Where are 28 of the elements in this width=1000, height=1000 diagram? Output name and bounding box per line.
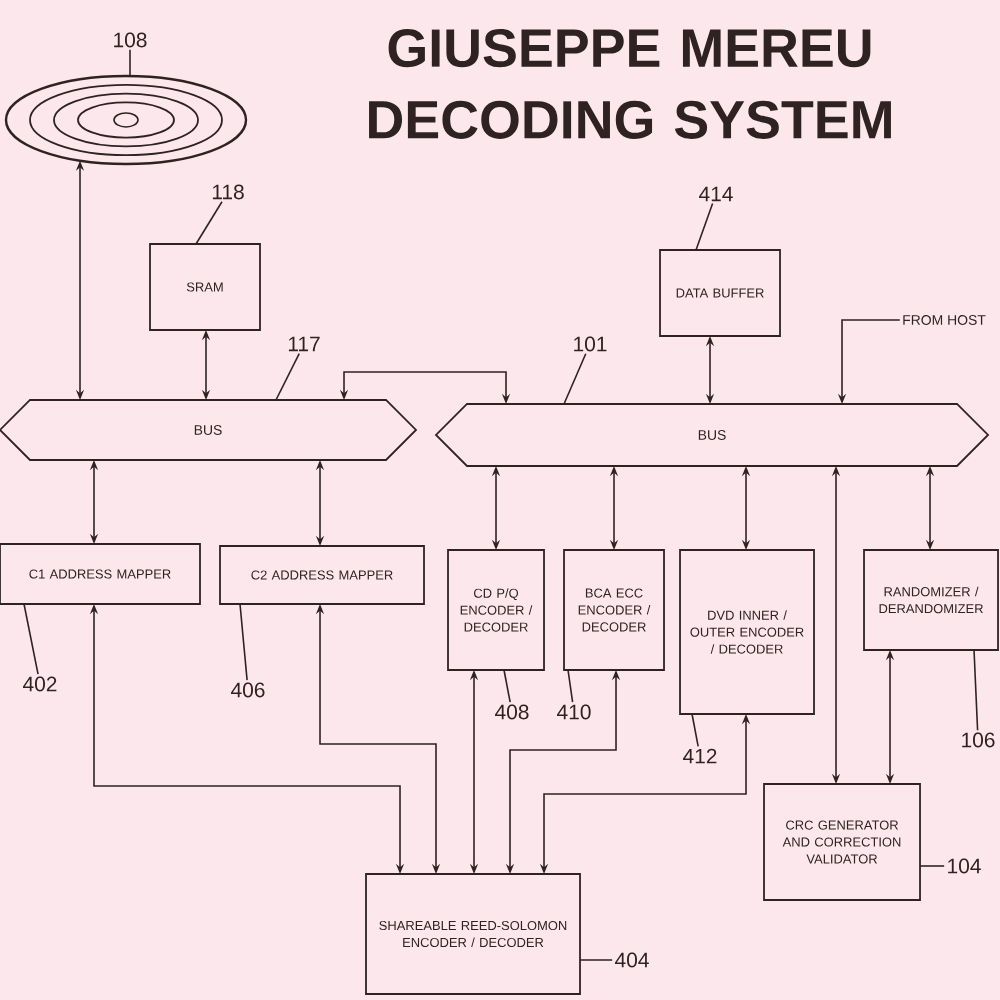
reference-number: 412 xyxy=(683,748,717,764)
reference-number: 406 xyxy=(231,682,265,698)
title: GIUSEPPE MEREU DECODING SYSTEM xyxy=(369,29,891,139)
leader-line xyxy=(973,649,979,731)
reference-number: 118 xyxy=(212,184,244,200)
leader-line xyxy=(195,201,223,245)
leader-line xyxy=(691,713,699,748)
leader-line xyxy=(579,959,613,961)
leader-line xyxy=(563,353,587,405)
reference-number: 414 xyxy=(699,186,733,202)
leader-line xyxy=(503,669,511,703)
leader-line xyxy=(695,202,714,251)
disc-drawing xyxy=(4,74,248,166)
leader-line xyxy=(129,49,131,77)
reference-number: 117 xyxy=(288,336,320,352)
reference-number: 404 xyxy=(615,952,649,968)
reference-number: 101 xyxy=(574,336,607,352)
leader-line xyxy=(239,603,248,681)
leader-line xyxy=(23,603,39,675)
reference-number: 402 xyxy=(23,676,57,692)
reference-number: 408 xyxy=(495,704,529,720)
reference-number: 104 xyxy=(948,858,981,874)
reference-number: 106 xyxy=(962,732,995,748)
reference-number: 108 xyxy=(114,32,147,48)
leader-line xyxy=(567,669,574,703)
leader-line xyxy=(919,865,945,867)
reference-number: 410 xyxy=(557,704,591,720)
leader-line xyxy=(275,352,300,401)
